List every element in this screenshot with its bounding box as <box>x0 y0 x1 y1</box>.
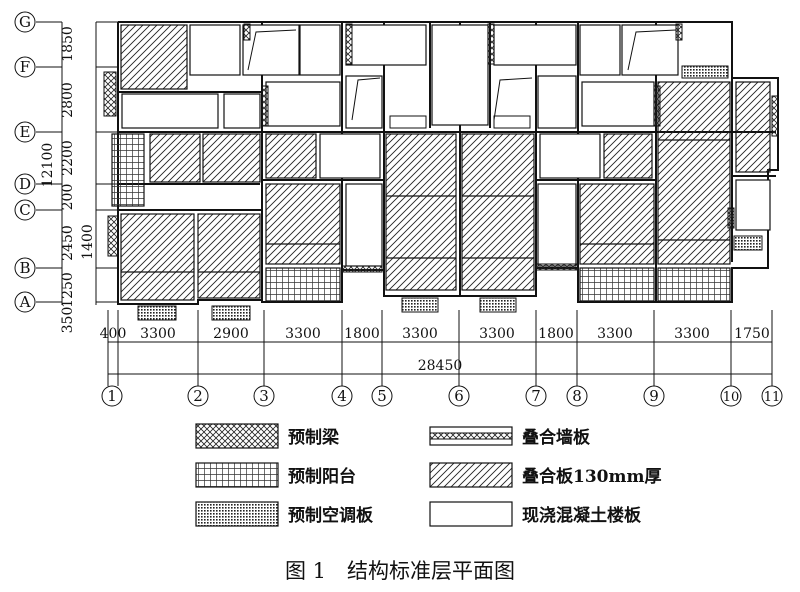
cast-in-place-slabs <box>121 24 771 267</box>
col-axis-label: 3 <box>259 387 269 405</box>
legend-label-precast-ac-panel: 预制空调板 <box>288 505 374 526</box>
row-axis-label: D <box>19 175 31 193</box>
col-dim: 3300 <box>479 326 515 342</box>
row-dim: 2450 <box>60 225 76 261</box>
col-dim: 1750 <box>734 326 770 342</box>
stair-symbols <box>247 29 677 129</box>
precast-ac-panels <box>137 65 763 321</box>
legend-label-composite-wall: 叠合墙板 <box>522 427 591 448</box>
col-axis-label: 2 <box>193 387 203 405</box>
legend-label-precast-balcony: 预制阳台 <box>288 466 356 487</box>
composite-wall-panels <box>243 23 779 273</box>
legend-label-cast-in-place: 现浇混凝土楼板 <box>522 505 642 526</box>
row-axis-label: G <box>19 13 31 31</box>
row-axis-labels: G F E D C B A <box>19 13 31 311</box>
row-total: 12100 <box>40 143 56 188</box>
col-axis-label: 7 <box>531 387 541 405</box>
col-dim: 3300 <box>140 326 176 342</box>
row-dim: 1250 <box>60 272 76 308</box>
col-total: 28450 <box>418 358 463 374</box>
row-dim: 1400 <box>80 224 96 260</box>
legend-swatch-precast-balcony <box>195 462 279 488</box>
row-dim: 1850 <box>60 26 76 62</box>
col-axis-label: 6 <box>454 387 464 405</box>
col-axis-label: 11 <box>764 390 781 405</box>
row-axis-label: A <box>19 293 31 311</box>
col-dim: 3300 <box>597 326 633 342</box>
col-axes <box>101 310 783 407</box>
legend-swatch-composite-slab <box>429 462 513 488</box>
row-dim: 2800 <box>60 82 76 118</box>
row-axis-label: F <box>20 58 30 76</box>
row-dim: 200 <box>60 184 76 211</box>
row-dim: 350 <box>60 307 76 334</box>
row-axes <box>14 11 118 313</box>
col-dim: 3300 <box>285 326 321 342</box>
legend-swatch-composite-wall-core <box>429 432 513 440</box>
row-dimensions: 1850 2800 2200 200 2450 1400 1250 350 12… <box>40 26 96 333</box>
legend: 预制梁 预制阳台 预制空调板 叠合墙板 叠合板130mm厚 现浇混凝土楼板 <box>195 423 661 527</box>
composite-slabs <box>120 24 771 301</box>
col-axis-label: 10 <box>723 390 740 405</box>
col-axis-label: 9 <box>649 387 659 405</box>
col-axis-label: 4 <box>337 387 347 405</box>
col-dim: 1800 <box>344 326 380 342</box>
col-axis-label: 5 <box>377 387 387 405</box>
row-axis-label: C <box>19 201 30 219</box>
row-dim: 2200 <box>60 140 76 176</box>
legend-label-composite-slab: 叠合板130mm厚 <box>522 466 661 487</box>
precast-beams <box>103 71 119 257</box>
col-dim: 1800 <box>538 326 574 342</box>
col-axis-labels: 1 2 3 4 5 6 7 8 9 10 11 <box>107 387 780 405</box>
legend-swatch-precast-ac-panel <box>195 501 279 527</box>
col-dim: 400 <box>100 326 127 342</box>
col-dimensions: 400 3300 2900 3300 1800 3300 3300 1800 3… <box>100 326 770 374</box>
col-dim: 3300 <box>402 326 438 342</box>
legend-swatch-precast-beam <box>195 423 279 449</box>
row-axis-label: B <box>19 259 30 277</box>
col-axis-label: 8 <box>572 387 582 405</box>
legend-label-precast-beam: 预制梁 <box>288 427 340 448</box>
precast-balconies <box>111 133 731 303</box>
col-dim: 2900 <box>213 326 249 342</box>
col-dim: 3300 <box>674 326 710 342</box>
figure-caption: 图 1 结构标准层平面图 <box>285 559 515 583</box>
legend-swatch-cast-in-place <box>429 501 513 527</box>
col-axis-label: 1 <box>107 387 117 405</box>
row-axis-label: E <box>20 123 31 141</box>
slab-joints <box>121 139 730 273</box>
